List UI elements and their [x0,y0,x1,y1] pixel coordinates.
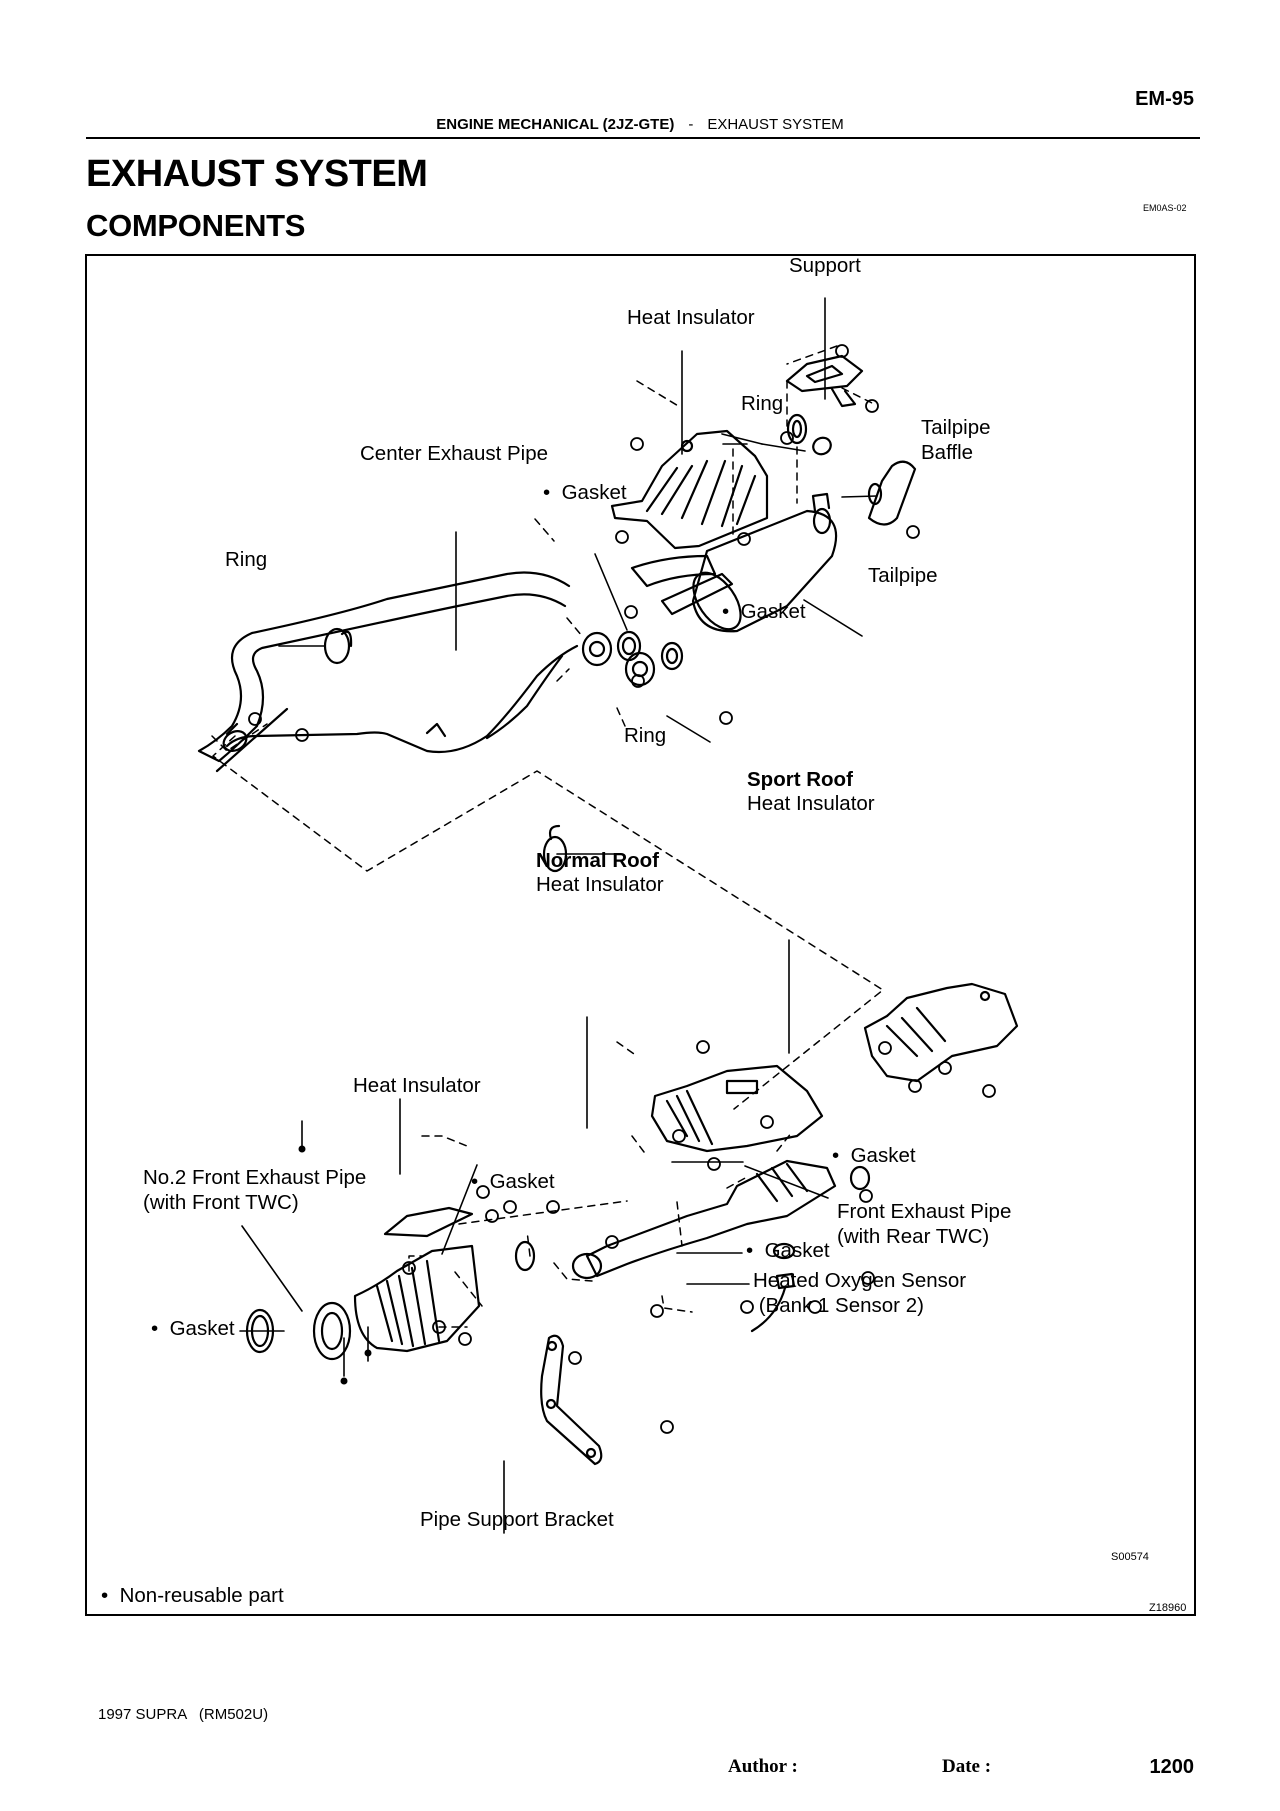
pipe-support-bracket-drawing [540,1334,603,1466]
figure-code: Z18960 [1149,1602,1187,1614]
label-pipe-support-bracket: Pipe Support Bracket [420,1508,614,1531]
front-exhaust-pipe-drawing [571,1159,871,1333]
label-gasket-center-lower: • Gasket [722,600,806,625]
label-ring-lower: Ring [624,724,667,747]
label-no2-front-exhaust-pipe: No.2 Front Exhaust Pipe(with Front TWC) [143,1166,366,1215]
document-code: EM0AS-02 [1143,203,1187,213]
label-text: Gasket [561,481,627,504]
label-sport-roof-heat-insulator: Heat Insulator [747,792,875,815]
label-gasket-center-upper: • Gasket [543,481,627,506]
subsection-name: EXHAUST SYSTEM [707,116,844,133]
running-header: ENGINE MECHANICAL (2JZ-GTE)-EXHAUST SYST… [0,116,1280,133]
label-line1: Heated Oxygen Sensor [753,1269,967,1292]
rear-heat-insulator-drawing [610,429,769,550]
label-gasket-sensor: • Gasket [746,1239,830,1264]
label-sport-roof: Sport Roof [747,768,853,791]
footer-date-label: Date : [942,1756,992,1777]
sport-roof-heat-insulator-drawing [863,982,1019,1083]
bullet-icon: • [746,1239,754,1262]
tailpipe-muffler-drawing [630,492,838,633]
label-text: Gasket [740,600,806,623]
label-line1: Front Exhaust Pipe [837,1200,1012,1223]
support-drawing [785,354,864,456]
label-text: Gasket [489,1170,555,1193]
non-reusable-dots [298,1145,372,1385]
label-front-exhaust-pipe: Front Exhaust Pipe(with Rear TWC) [837,1200,1011,1249]
label-heated-oxygen-sensor: Heated Oxygen Sensor (Bank 1 Sensor 2) [753,1269,966,1318]
header-separator: - [688,116,694,133]
bullet-icon: • [832,1144,840,1167]
footer-page-number: 1200 [1149,1756,1195,1778]
label-center-exhaust-pipe: Center Exhaust Pipe [360,442,549,465]
label-gasket-front-right: • Gasket [832,1144,916,1169]
label-tailpipe-baffle-line2: Baffle [921,440,974,464]
label-normal-roof-heat-insulator: Heat Insulator [536,873,664,896]
label-line2: (with Front TWC) [143,1190,299,1214]
bullet-icon: • [722,600,730,623]
exploded-diagram [197,297,1019,1534]
label-normal-roof: Normal Roof [536,849,659,872]
leader-lines [239,297,878,1534]
label-heat-insulator-rear: Heat Insulator [627,306,755,329]
center-exhaust-pipe-drawing [197,571,579,773]
label-tailpipe-baffle-line1: Tailpipe [921,416,991,439]
legend-text: Non-reusable part [119,1584,284,1607]
label-gasket-front-mid: • Gasket [471,1170,555,1195]
label-line2: (with Rear TWC) [837,1224,990,1248]
tailpipe-baffle-drawing [867,460,917,526]
bullet-icon: • [471,1170,479,1193]
section-name: ENGINE MECHANICAL (2JZ-GTE) [436,116,675,133]
page-title: EXHAUST SYSTEM [86,153,428,195]
assembly-dashed-lines [211,345,884,1328]
label-line1: No.2 Front Exhaust Pipe [143,1166,367,1189]
page-subtitle: COMPONENTS [86,208,306,243]
normal-roof-heat-insulator-drawing [650,1064,824,1153]
bullet-icon: • [101,1584,109,1607]
label-ring-left: Ring [225,548,268,571]
bullet-icon: • [543,481,551,504]
bullet-icon: • [151,1317,159,1340]
label-text: Gasket [850,1144,916,1167]
label-text: Gasket [169,1317,235,1340]
page-code: EM-95 [1135,88,1194,110]
label-line2: (Bank 1 Sensor 2) [758,1293,924,1317]
sub-figure-code: S00574 [1111,1551,1149,1563]
label-ring-upper: Ring [741,392,784,415]
label-heat-insulator-front: Heat Insulator [353,1074,481,1097]
header-rule [86,137,1200,139]
label-text: Gasket [764,1239,830,1262]
no2-front-exhaust-pipe-drawing [245,1206,536,1361]
label-gasket-left: • Gasket [151,1317,235,1342]
footer-author-label: Author : [728,1756,798,1777]
ring-hanger-drawings [323,627,568,873]
legend-non-reusable: • Non-reusable part [101,1584,284,1608]
label-tailpipe: Tailpipe [868,564,938,587]
label-support: Support [789,254,861,277]
footer-model: 1997 SUPRA (RM502U) [98,1706,269,1723]
